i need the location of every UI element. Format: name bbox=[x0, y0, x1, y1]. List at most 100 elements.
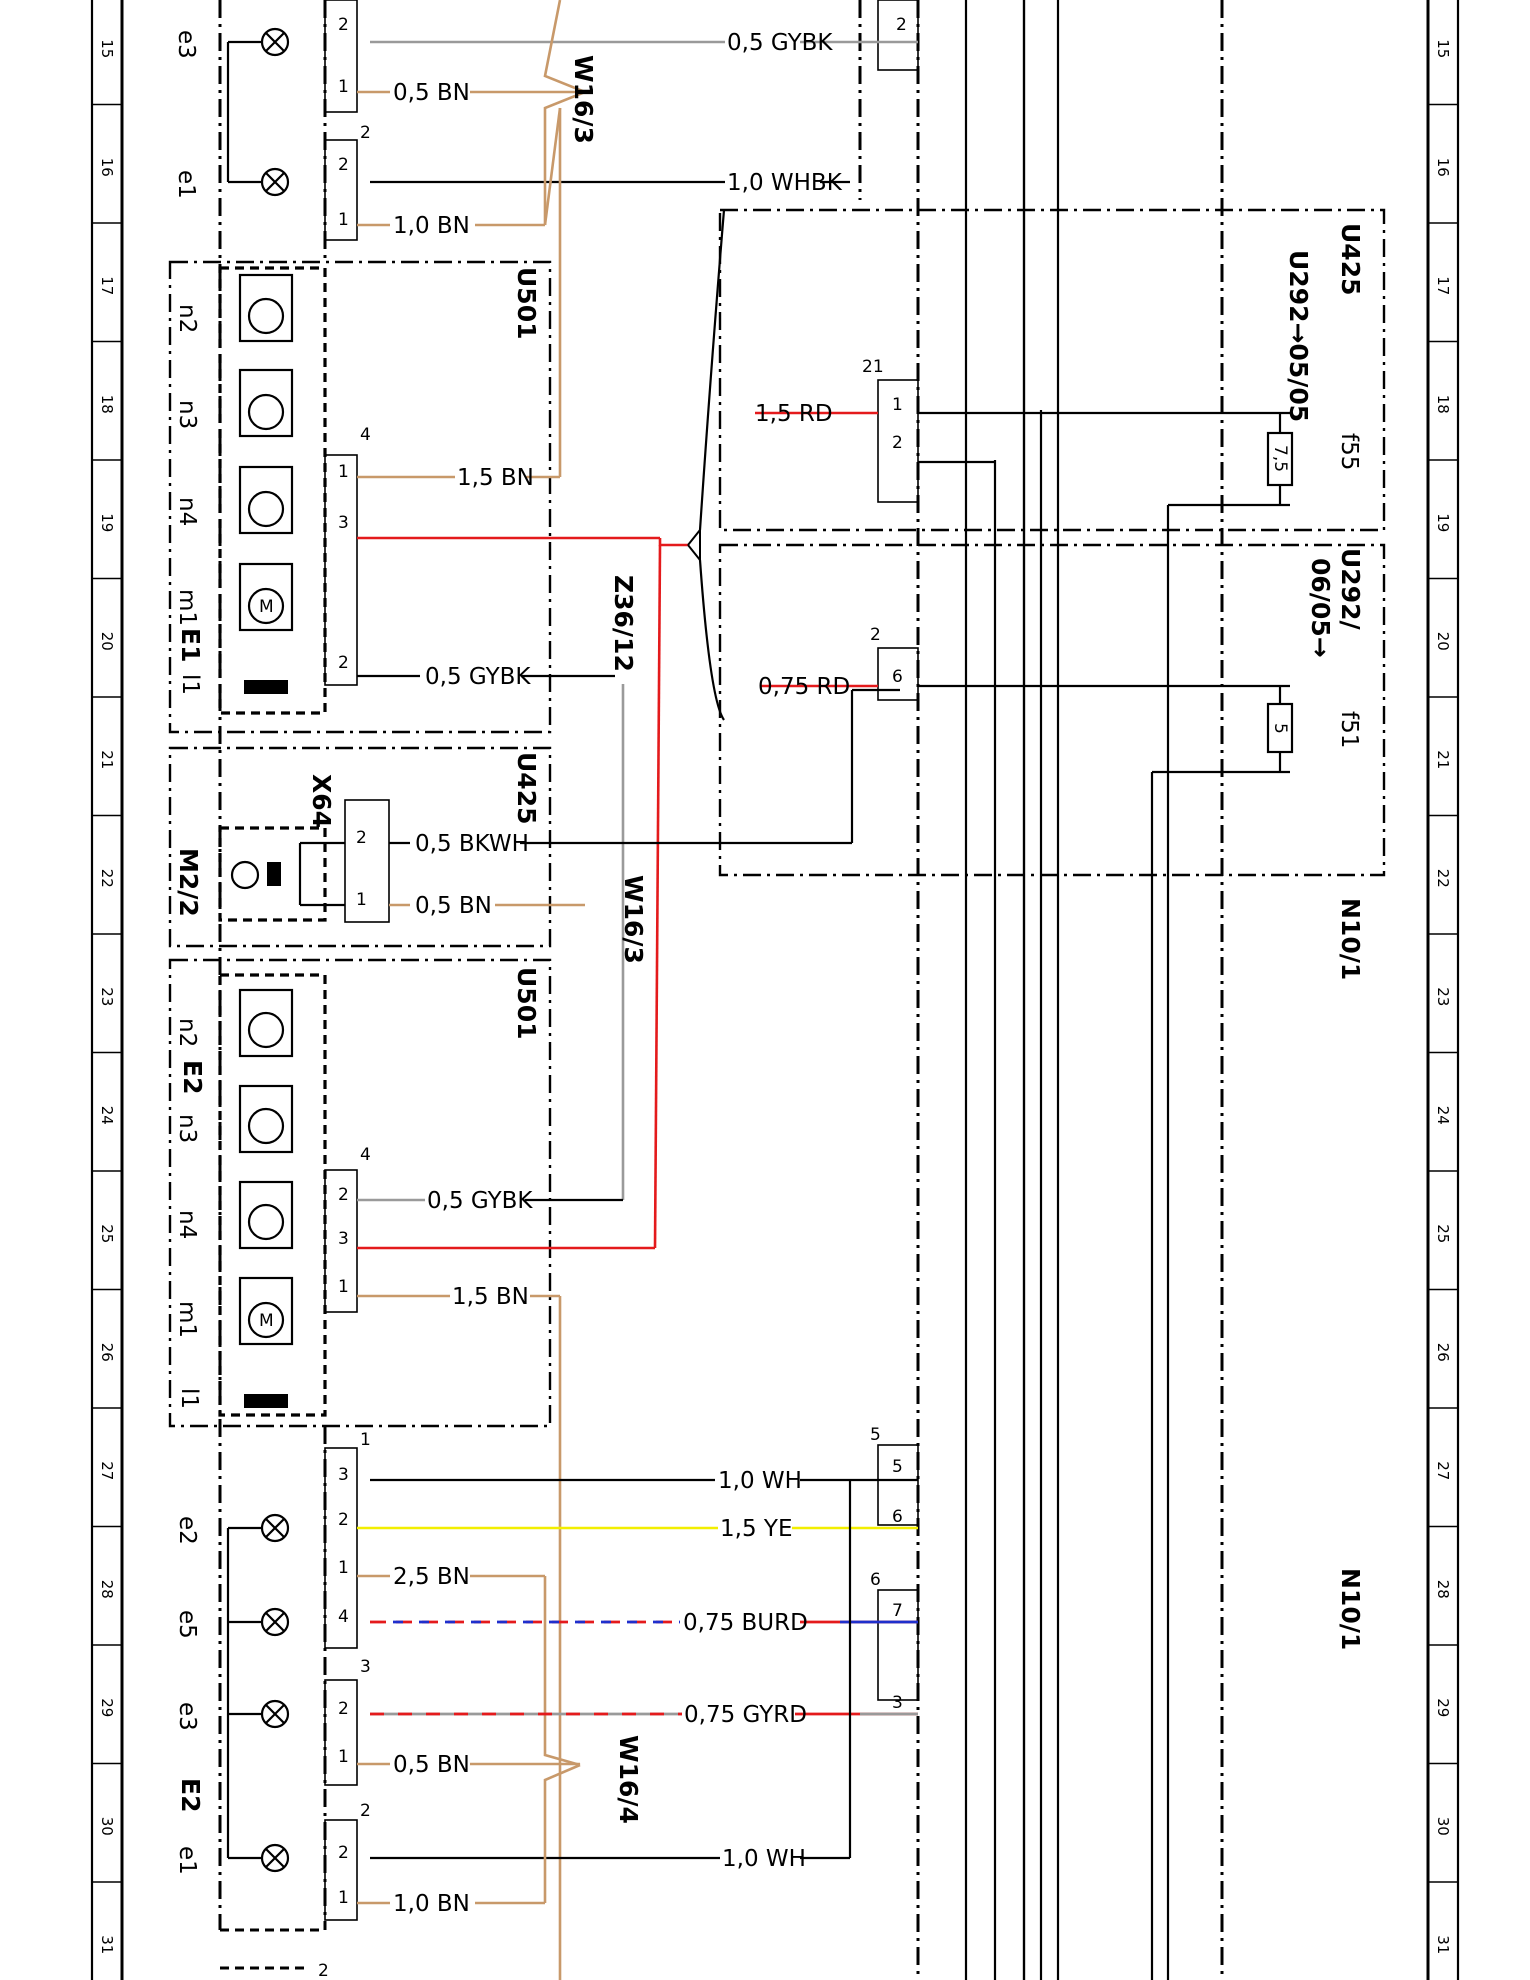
row-number: 29 bbox=[1434, 1698, 1452, 1717]
wire-label-w12: 1,5 YE bbox=[720, 1516, 792, 1542]
label-X64: X64 bbox=[307, 774, 336, 828]
pin-c-2: 2 bbox=[338, 1510, 349, 1530]
row-number: 30 bbox=[98, 1817, 116, 1836]
wire-label-w6: 0,5 GYBK bbox=[425, 664, 531, 690]
pin-c-2b: 2 bbox=[338, 1699, 349, 1719]
label-l1-a: l1 bbox=[177, 674, 203, 695]
wire-label-w20: 0,75 RD bbox=[758, 674, 850, 700]
transistor-n2-a-icon bbox=[247, 297, 285, 335]
row-number: 28 bbox=[98, 1580, 116, 1599]
lamps bbox=[226, 27, 290, 1873]
label-U425-b: U425 bbox=[1336, 223, 1365, 296]
pin-a-1: 1 bbox=[338, 462, 349, 482]
label-U292-06b: 06/05→ bbox=[1306, 558, 1335, 658]
component-labels: e3 e1 n2 n3 n4 m1 E1 l1 M2/2 X64 n2 E2 n… bbox=[173, 30, 336, 1875]
motor-m1-b-icon bbox=[247, 1301, 285, 1339]
label-U501-b: U501 bbox=[512, 967, 541, 1040]
pin-x64-1: 1 bbox=[356, 890, 367, 910]
transistor-n4-a-symbol bbox=[238, 465, 294, 535]
row-number: 17 bbox=[98, 276, 116, 295]
wire-label-w10: 1,5 BN bbox=[452, 1284, 529, 1310]
label-n3-b: n3 bbox=[174, 1114, 200, 1143]
transistor-n4-b-symbol bbox=[238, 1180, 294, 1250]
transistor-n2-b-symbol bbox=[238, 988, 294, 1058]
right-row-strip bbox=[1426, 0, 1460, 1980]
label-f55: f55 bbox=[1336, 433, 1362, 470]
row-number: 22 bbox=[1434, 869, 1452, 888]
pin-r-3: 3 bbox=[892, 1693, 903, 1713]
row-number: 21 bbox=[98, 750, 116, 769]
pin-top-2: 1 bbox=[338, 77, 349, 97]
pin-c-hdr2: 2 bbox=[360, 1801, 371, 1821]
connector-blocks bbox=[324, 0, 919, 1921]
label-U292-06a: U292/ bbox=[1336, 548, 1365, 630]
row-number: 24 bbox=[98, 1106, 116, 1125]
lamp-e1-top-icon bbox=[260, 167, 290, 197]
pin-c-4: 4 bbox=[338, 1607, 349, 1627]
wire-label-w5: 1,5 BN bbox=[457, 465, 534, 491]
label-e1-top: e1 bbox=[173, 170, 199, 199]
pin-c-hdr3: 3 bbox=[360, 1657, 371, 1677]
label-N10-1-b: N10/1 bbox=[1336, 1568, 1365, 1650]
label-W16-3-a: W16/3 bbox=[569, 55, 598, 144]
pin-top-4: 2 bbox=[338, 155, 349, 175]
wire-label-w13: 2,5 BN bbox=[393, 1564, 470, 1590]
pin-b-1: 1 bbox=[338, 1277, 349, 1297]
row-number: 24 bbox=[1434, 1106, 1452, 1125]
wire-labels: 0,5 GYBK 0,5 BN 1,0 WHBK 1,0 BN 1,5 BN 0… bbox=[393, 30, 850, 1917]
pin-r-7: 7 bbox=[892, 1601, 903, 1621]
wire-label-w16: 0,5 BN bbox=[393, 1752, 470, 1778]
label-E2-a: E2 bbox=[178, 1060, 207, 1094]
row-number: 16 bbox=[98, 158, 116, 177]
row-number: 17 bbox=[1434, 276, 1452, 295]
label-fuse-f51: 5 bbox=[1270, 723, 1290, 734]
pin-r-1: 1 bbox=[892, 395, 903, 415]
row-number: 16 bbox=[1434, 158, 1452, 177]
row-number: 20 bbox=[98, 632, 116, 651]
left-row-strip bbox=[90, 0, 124, 1980]
pin-b-hdr: 4 bbox=[360, 1145, 371, 1165]
pin-c-1c: 1 bbox=[338, 1888, 349, 1908]
pin-a-2: 2 bbox=[338, 653, 349, 673]
motor-m1-a-symbol bbox=[238, 562, 294, 632]
pin-r-2: 2 bbox=[892, 433, 903, 453]
label-W16-3-b: W16/3 bbox=[619, 875, 648, 964]
row-number: 19 bbox=[98, 513, 116, 532]
transistor-n3-b-symbol bbox=[238, 1084, 294, 1154]
pin-r-hdr2: 2 bbox=[870, 625, 881, 645]
row-number: 27 bbox=[1434, 1461, 1452, 1480]
row-number: 25 bbox=[1434, 1224, 1452, 1243]
pin-a-3: 3 bbox=[338, 513, 349, 533]
label-E2-b: E2 bbox=[176, 1778, 205, 1812]
wire-label-w9: 0,5 GYBK bbox=[427, 1188, 533, 1214]
row-number: 26 bbox=[98, 1343, 116, 1362]
row-number: 15 bbox=[1434, 39, 1452, 58]
transistor-n3-a-icon bbox=[247, 393, 285, 431]
row-number: 27 bbox=[98, 1461, 116, 1480]
label-U425-a: U425 bbox=[512, 752, 541, 825]
pin-x64-2: 2 bbox=[356, 828, 367, 848]
pin-c-1: 1 bbox=[338, 1558, 349, 1578]
label-W16-4: W16/4 bbox=[614, 1735, 643, 1824]
row-number: 19 bbox=[1434, 513, 1452, 532]
label-N10-1-a: N10/1 bbox=[1336, 898, 1365, 980]
motor-m1-b-symbol bbox=[238, 1276, 294, 1346]
wire-label-w19: 1,5 RD bbox=[755, 401, 833, 427]
row-number: 28 bbox=[1434, 1580, 1452, 1599]
label-n2-b: n2 bbox=[174, 1018, 200, 1047]
pin-top-3: 2 bbox=[360, 123, 371, 143]
label-E1: E1 bbox=[176, 628, 205, 662]
row-number: 23 bbox=[98, 987, 116, 1006]
bus-lines bbox=[858, 0, 1224, 1980]
label-e2: e2 bbox=[174, 1516, 200, 1545]
transistor-n4-a-icon bbox=[247, 490, 285, 528]
lamp-e3-bottom-icon bbox=[260, 1699, 290, 1729]
pin-c-3: 3 bbox=[338, 1465, 349, 1485]
pin-top-5: 1 bbox=[338, 210, 349, 230]
wire-label-w17: 1,0 WH bbox=[722, 1846, 806, 1872]
wire-label-w3: 1,0 WHBK bbox=[727, 170, 843, 196]
pin-r-5: 5 bbox=[892, 1457, 903, 1477]
motor-m1-b-label: M bbox=[259, 1311, 274, 1331]
motor-m2-2-switch-icon bbox=[267, 862, 281, 886]
row-number: 26 bbox=[1434, 1343, 1452, 1362]
